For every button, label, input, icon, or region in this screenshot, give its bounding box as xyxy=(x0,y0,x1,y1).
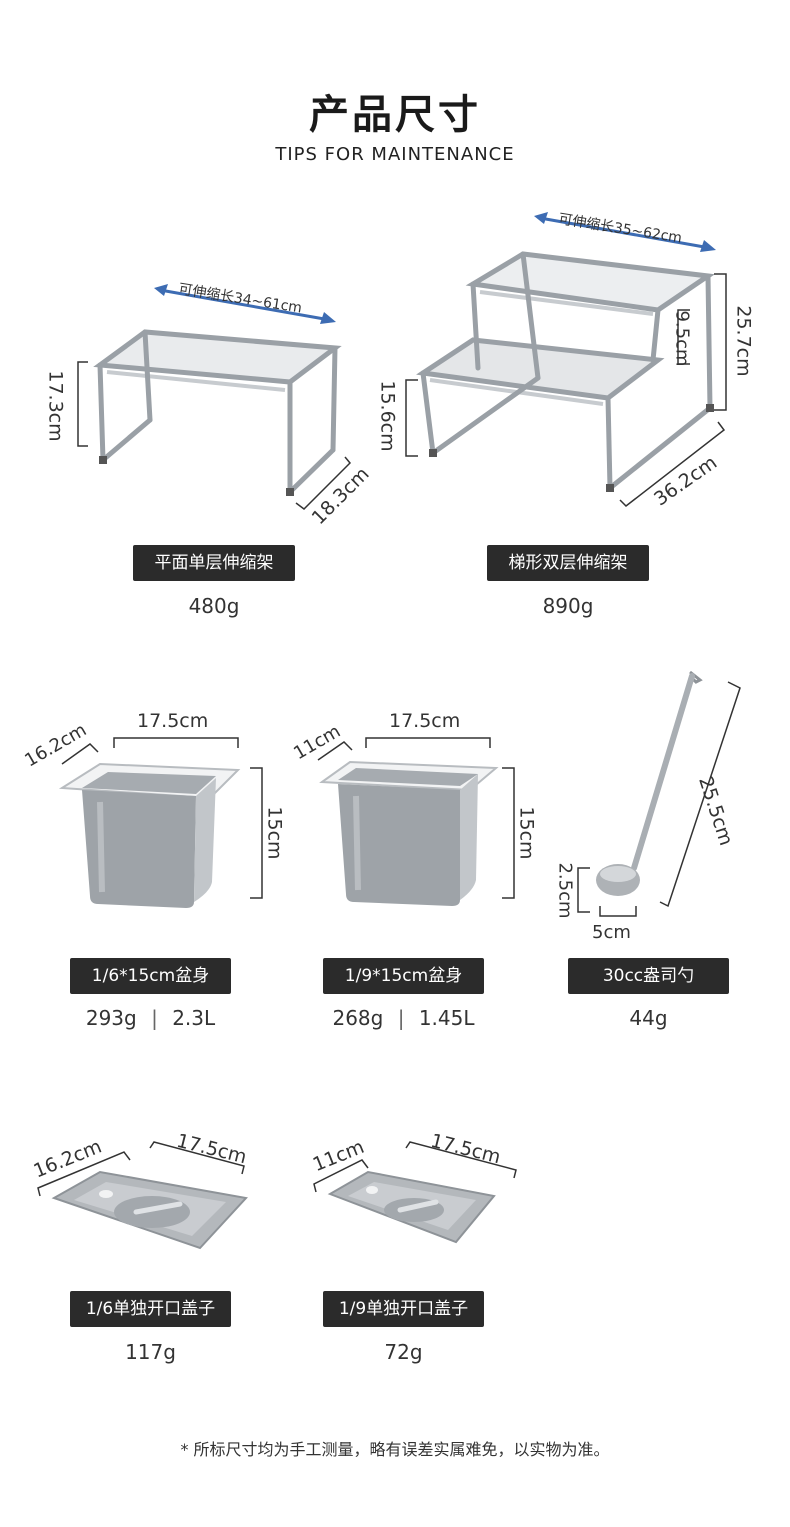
page-title: 产品尺寸 xyxy=(309,92,481,138)
pan-1-9-spec: 268g | 1.45L xyxy=(323,1006,484,1030)
ladle-length-guide xyxy=(659,681,741,908)
rack-double-length-arrow xyxy=(534,212,716,252)
rack-double-depth-guide xyxy=(619,421,726,507)
pan-1-6-volume: 2.3L xyxy=(172,1006,216,1030)
ladle-height-label: 2.5cm xyxy=(554,862,576,919)
rack-single-illustration xyxy=(93,329,342,496)
ladle-height-guide xyxy=(577,867,590,913)
rack-double-low-height-label: 15.6cm xyxy=(376,380,399,452)
spec-separator: | xyxy=(397,1006,405,1030)
pan-1-6-spec: 293g | 2.3L xyxy=(70,1006,231,1030)
pan-1-6-label: 1/6*15cm盆身 xyxy=(70,958,231,994)
lid-1-9-label: 1/9单独开口盖子 xyxy=(323,1291,484,1327)
pan-1-6-weight: 293g xyxy=(85,1006,137,1030)
lid-1-9-illustration xyxy=(327,1170,496,1244)
pan-1-9-height-guide xyxy=(502,767,515,899)
rack-double-total-height-guide xyxy=(714,273,727,411)
rack-double-weight: 890g xyxy=(542,594,594,618)
pan-1-9-height-label: 15cm xyxy=(515,806,538,860)
lid-1-6-weight: 117g xyxy=(125,1340,176,1364)
spec-separator: | xyxy=(151,1006,158,1030)
pan-1-9-label: 1/9*15cm盆身 xyxy=(323,958,484,994)
pan-1-9-volume: 1.45L xyxy=(418,1006,475,1030)
rack-single-label: 平面单层伸缩架 xyxy=(133,545,295,581)
ladle-width-label: 5cm xyxy=(592,922,631,943)
measurement-disclaimer: * 所标尺寸均为手工测量，略有误差实属难免，以实物为准。 xyxy=(180,1440,610,1459)
ladle-illustration xyxy=(596,670,703,896)
pan-1-9-depth-guide xyxy=(317,741,353,761)
lid-1-9-weight: 72g xyxy=(384,1340,423,1364)
pan-1-9-width-label: 17.5cm xyxy=(389,710,461,732)
ladle-weight: 44g xyxy=(629,1006,668,1030)
lid-1-6-label: 1/6单独开口盖子 xyxy=(70,1291,231,1327)
pan-1-6-depth-guide xyxy=(61,743,99,765)
rack-single-depth-guide xyxy=(295,456,352,510)
rack-single-length-arrow xyxy=(154,284,336,324)
pan-1-9-weight: 268g xyxy=(332,1006,384,1030)
pan-1-6-illustration xyxy=(58,762,241,908)
pan-1-6-width-guide xyxy=(113,737,239,748)
ladle-label: 30cc盎司勺 xyxy=(568,958,729,994)
rack-double-step-label: 9.5cm xyxy=(671,310,693,367)
rack-single-height-label: 17.3cm xyxy=(44,370,67,442)
rack-double-step-guide xyxy=(677,309,690,365)
pan-1-6-height-guide xyxy=(250,767,263,899)
pan-1-9-width-guide xyxy=(365,737,491,748)
pan-1-6-height-label: 15cm xyxy=(263,806,286,860)
lid-1-6-illustration xyxy=(51,1170,248,1250)
lid-1-9-width-guide xyxy=(405,1141,517,1179)
lid-1-6-width-guide xyxy=(149,1141,245,1175)
page-subtitle: TIPS FOR MAINTENANCE xyxy=(275,144,515,165)
rack-single-weight: 480g xyxy=(188,594,240,618)
pan-1-9-illustration xyxy=(319,760,499,906)
rack-single-height-guide xyxy=(77,361,88,447)
rack-double-total-height-label: 25.7cm xyxy=(732,305,755,377)
pan-1-6-width-label: 17.5cm xyxy=(137,710,209,732)
rack-double-label: 梯形双层伸缩架 xyxy=(487,545,649,581)
ladle-width-guide xyxy=(599,906,637,917)
rack-double-illustration xyxy=(416,251,715,492)
lid-1-6-depth-guide xyxy=(37,1151,131,1197)
rack-double-low-height-guide xyxy=(405,379,418,457)
lid-1-9-depth-guide xyxy=(313,1159,369,1193)
